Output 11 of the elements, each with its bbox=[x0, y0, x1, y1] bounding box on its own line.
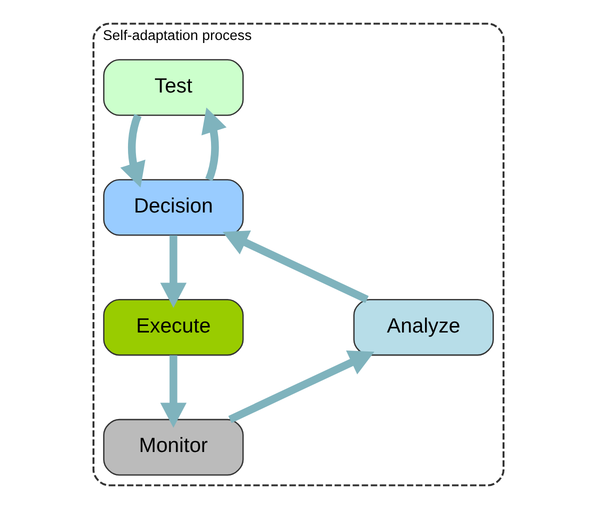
node-box: Analyze bbox=[353, 298, 494, 356]
arrow bbox=[201, 108, 227, 182]
arrow bbox=[222, 230, 369, 304]
node-box: Execute bbox=[103, 298, 244, 356]
node-box: Test bbox=[103, 59, 244, 116]
arrow bbox=[228, 350, 374, 423]
arrow bbox=[120, 114, 146, 188]
node-box: Monitor bbox=[103, 418, 244, 476]
arrow bbox=[160, 355, 187, 428]
node-box: Decision bbox=[103, 179, 244, 236]
arrow bbox=[160, 235, 187, 308]
